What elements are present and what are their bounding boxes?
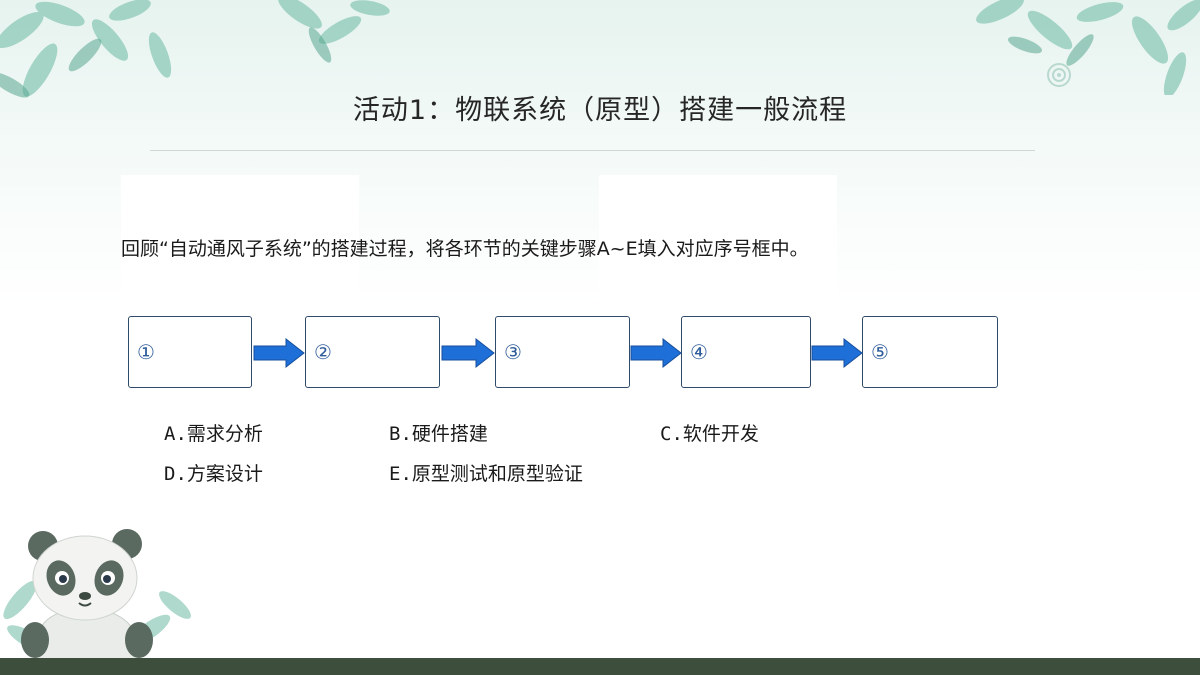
panda-illustration	[21, 529, 153, 660]
step-number: ③	[504, 340, 522, 364]
step-number: ①	[137, 340, 155, 364]
step-box-5[interactable]: ⑤	[862, 316, 998, 388]
step-number: ②	[314, 340, 332, 364]
right-arrow-icon	[630, 338, 682, 368]
step-box-1[interactable]: ①	[128, 316, 252, 388]
option-a: A.需求分析	[164, 423, 263, 445]
page-title: 活动1：物联系统（原型）搭建一般流程	[352, 95, 848, 126]
option-e: E.原型测试和原型验证	[389, 463, 583, 485]
option-b: B.硬件搭建	[389, 423, 488, 445]
leaf-decoration-top-right	[976, 0, 1200, 95]
option-d: D.方案设计	[164, 463, 263, 485]
footer-bar	[0, 658, 1200, 675]
option-c: C.软件开发	[660, 423, 759, 445]
step-box-3[interactable]: ③	[495, 316, 630, 388]
right-arrow-icon	[811, 338, 863, 368]
step-number: ⑤	[871, 340, 889, 364]
circle-logo-icon	[1047, 63, 1071, 87]
right-arrow-icon	[441, 338, 495, 368]
step-number: ④	[690, 340, 708, 364]
leaf-decoration-top-left	[0, 0, 390, 98]
right-arrow-icon	[253, 338, 305, 368]
step-box-4[interactable]: ④	[681, 316, 811, 388]
step-box-2[interactable]: ②	[305, 316, 440, 388]
title-divider	[150, 150, 1035, 151]
instruction-text: 回顾“自动通风子系统”的搭建过程，将各环节的关键步骤A~E填入对应序号框中。	[121, 238, 809, 260]
content-panel	[838, 385, 1078, 505]
